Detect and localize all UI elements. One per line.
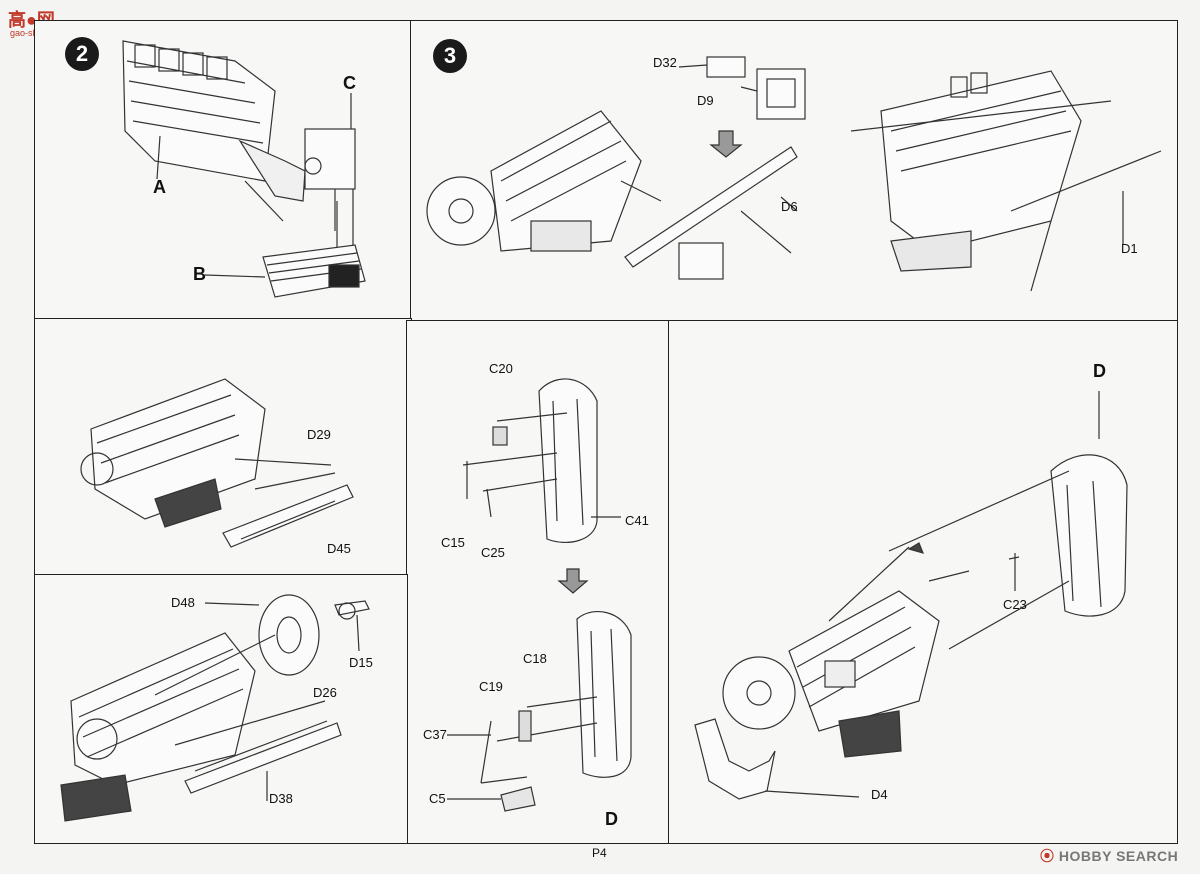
part-label-c20: C20 bbox=[489, 361, 513, 376]
part-label-c18: C18 bbox=[523, 651, 547, 666]
subassembly-label-d: D bbox=[1093, 361, 1106, 381]
radiator-housing-illustration bbox=[447, 378, 632, 812]
flywheel-illustration bbox=[60, 594, 370, 822]
part-label-d4: D4 bbox=[871, 787, 888, 802]
part-label-d29: D29 bbox=[307, 427, 331, 442]
part-label-a: A bbox=[153, 177, 166, 197]
part-label-c37: C37 bbox=[423, 727, 447, 742]
radiator-install-illustration bbox=[694, 391, 1128, 800]
hobby-search-text: HOBBY SEARCH bbox=[1058, 848, 1179, 864]
part-label-b: B bbox=[193, 264, 206, 284]
part-label-d15: D15 bbox=[349, 655, 373, 670]
part-label-d48: D48 bbox=[171, 595, 195, 610]
step-2-number: 2 bbox=[65, 37, 99, 71]
hobby-search-watermark: ⦿ HOBBY SEARCH bbox=[1040, 846, 1178, 866]
flywheel-panel: D48 D15 D26 D38 bbox=[34, 574, 408, 844]
subassembly-label-d-lower: D bbox=[605, 809, 618, 829]
part-label-c: C bbox=[343, 73, 356, 93]
step-3-panel: 3 bbox=[410, 20, 1178, 322]
part-label-c15: C15 bbox=[441, 535, 465, 550]
part-label-d26: D26 bbox=[313, 685, 337, 700]
step-2-panel: 2 bbox=[34, 20, 412, 320]
part-label-d9: D9 bbox=[697, 93, 714, 108]
step-3-number: 3 bbox=[433, 39, 467, 73]
part-label-d45: D45 bbox=[327, 541, 351, 556]
side-panel-illustration bbox=[80, 378, 354, 548]
part-label-d6: D6 bbox=[781, 199, 798, 214]
radiator-column-panel: C20 C15 C25 C41 C18 C19 C37 C5 D bbox=[406, 320, 670, 844]
page-number: P4 bbox=[592, 846, 607, 860]
engine-assembly-illustration bbox=[122, 40, 366, 298]
part-label-d1: D1 bbox=[1121, 241, 1138, 256]
part-label-c19: C19 bbox=[479, 679, 503, 694]
part-label-c41: C41 bbox=[625, 513, 649, 528]
hobby-search-logo-icon: ⦿ bbox=[1040, 848, 1055, 864]
part-label-d38: D38 bbox=[269, 791, 293, 806]
side-panel-step: D29 D45 bbox=[34, 318, 412, 576]
part-label-d32: D32 bbox=[653, 55, 677, 70]
part-label-c23: C23 bbox=[1003, 597, 1027, 612]
radiator-frame-illustration bbox=[426, 56, 1162, 292]
radiator-install-panel: D C23 D4 bbox=[668, 320, 1178, 844]
part-label-c5: C5 bbox=[429, 791, 446, 806]
part-label-c25: C25 bbox=[481, 545, 505, 560]
